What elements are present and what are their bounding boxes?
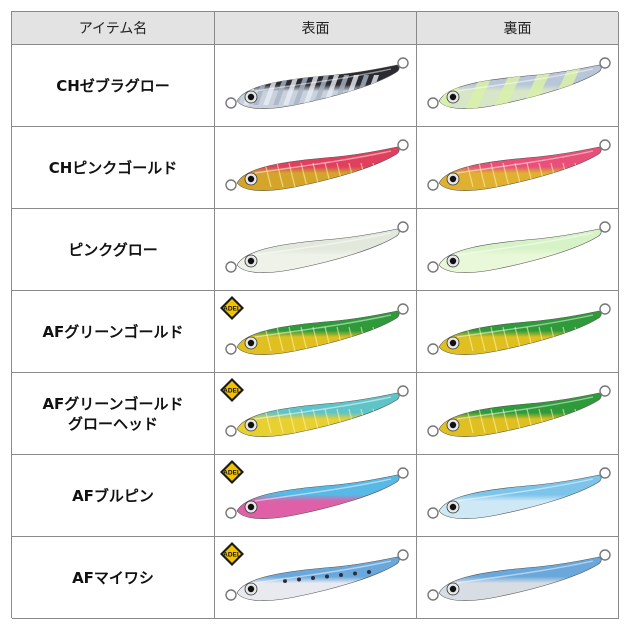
lure-body xyxy=(236,392,400,437)
item-name-line: AFブルピン xyxy=(72,486,154,505)
svg-text:ADEL: ADEL xyxy=(223,552,241,559)
lure-eye xyxy=(244,582,258,596)
back-image-cell xyxy=(417,291,619,373)
adel-badge-icon: ADEL xyxy=(220,542,244,566)
lure-body xyxy=(438,392,602,437)
front-image-cell: ADEL xyxy=(215,373,417,455)
lure-body xyxy=(438,474,602,519)
lure-eye xyxy=(244,336,258,350)
lure-eye xyxy=(244,418,258,432)
back-image-cell xyxy=(417,209,619,291)
item-name-cell: AFグリーンゴールド xyxy=(12,291,215,373)
back-image-cell xyxy=(417,373,619,455)
lure-eye xyxy=(244,172,258,186)
lure-body xyxy=(438,310,602,355)
lure-back-image xyxy=(427,57,611,109)
lure-eye xyxy=(446,90,460,104)
front-image-cell xyxy=(215,127,417,209)
back-image-cell xyxy=(417,127,619,209)
item-name-cell: CHゼブラグロー xyxy=(12,45,215,127)
item-name-line: AFグリーンゴールド xyxy=(42,322,184,341)
lure-back-image xyxy=(427,385,611,437)
lure-eye xyxy=(446,172,460,186)
lure-back-image xyxy=(427,467,611,519)
split-ring xyxy=(225,549,409,601)
lure-body xyxy=(236,310,400,355)
split-ring xyxy=(427,467,611,519)
item-name-cell: CHピンクゴールド xyxy=(12,127,215,209)
lure-front-image xyxy=(225,139,409,191)
adel-badge-icon: ADEL xyxy=(220,378,244,402)
split-ring xyxy=(225,139,409,191)
lure-front-image xyxy=(225,303,409,355)
lure-body xyxy=(236,556,400,601)
split-ring xyxy=(225,467,409,519)
item-name-cell: ピンクグロー xyxy=(12,209,215,291)
lure-eye xyxy=(244,500,258,514)
split-ring xyxy=(225,303,409,355)
lure-back-image xyxy=(427,303,611,355)
front-image-cell: ADEL xyxy=(215,291,417,373)
split-ring xyxy=(427,303,611,355)
lure-body xyxy=(438,64,602,109)
header-back: 裏面 xyxy=(417,12,619,45)
svg-text:ADEL: ADEL xyxy=(223,470,241,477)
item-name-line: グローヘッド xyxy=(67,414,158,433)
lure-body xyxy=(236,228,400,273)
item-name-cell: AFマイワシ xyxy=(12,537,215,619)
split-ring xyxy=(427,549,611,601)
lure-body xyxy=(236,64,400,109)
split-ring xyxy=(225,385,409,437)
item-name-cell: AFグリーンゴールドグローヘッド xyxy=(12,373,215,455)
item-name-line: AFグリーンゴールド xyxy=(42,394,184,413)
split-ring xyxy=(225,57,409,109)
lure-back-image xyxy=(427,221,611,273)
split-ring xyxy=(427,385,611,437)
lure-eye xyxy=(446,418,460,432)
back-image-cell xyxy=(417,45,619,127)
lure-eye xyxy=(244,254,258,268)
item-name-line: CHゼブラグロー xyxy=(56,76,170,95)
adel-badge-icon: ADEL xyxy=(220,296,244,320)
lure-body xyxy=(236,474,400,519)
item-name-cell: AFブルピン xyxy=(12,455,215,537)
header-item-name: アイテム名 xyxy=(12,12,215,45)
lure-eye xyxy=(446,582,460,596)
lure-body xyxy=(438,146,602,191)
back-image-cell xyxy=(417,455,619,537)
front-image-cell xyxy=(215,209,417,291)
back-image-cell xyxy=(417,537,619,619)
item-name-line: CHピンクゴールド xyxy=(48,158,178,177)
lure-eye xyxy=(244,90,258,104)
split-ring xyxy=(427,221,611,273)
lure-front-image xyxy=(225,549,409,601)
front-image-cell: ADEL xyxy=(215,537,417,619)
item-name-line: AFマイワシ xyxy=(72,568,154,587)
front-image-cell: ADEL xyxy=(215,455,417,537)
lure-eye xyxy=(446,254,460,268)
split-ring xyxy=(427,57,611,109)
lure-front-image xyxy=(225,221,409,273)
item-name-line: ピンクグロー xyxy=(68,240,158,259)
adel-badge-icon: ADEL xyxy=(220,460,244,484)
lure-back-image xyxy=(427,139,611,191)
lure-front-image xyxy=(225,57,409,109)
lure-front-image xyxy=(225,385,409,437)
lure-color-table: アイテム名 表面 裏面 CHゼブラグロー CHピンクゴールドピンクグロー AFグリー… xyxy=(11,11,619,619)
lure-body xyxy=(236,146,400,191)
svg-text:ADEL: ADEL xyxy=(223,306,241,313)
header-front: 表面 xyxy=(215,12,417,45)
lure-eye xyxy=(446,500,460,514)
lure-eye xyxy=(446,336,460,350)
split-ring xyxy=(225,221,409,273)
svg-text:ADEL: ADEL xyxy=(223,388,241,395)
front-image-cell xyxy=(215,45,417,127)
lure-front-image xyxy=(225,467,409,519)
split-ring xyxy=(427,139,611,191)
lure-body xyxy=(438,556,602,601)
lure-body xyxy=(438,228,602,273)
lure-back-image xyxy=(427,549,611,601)
